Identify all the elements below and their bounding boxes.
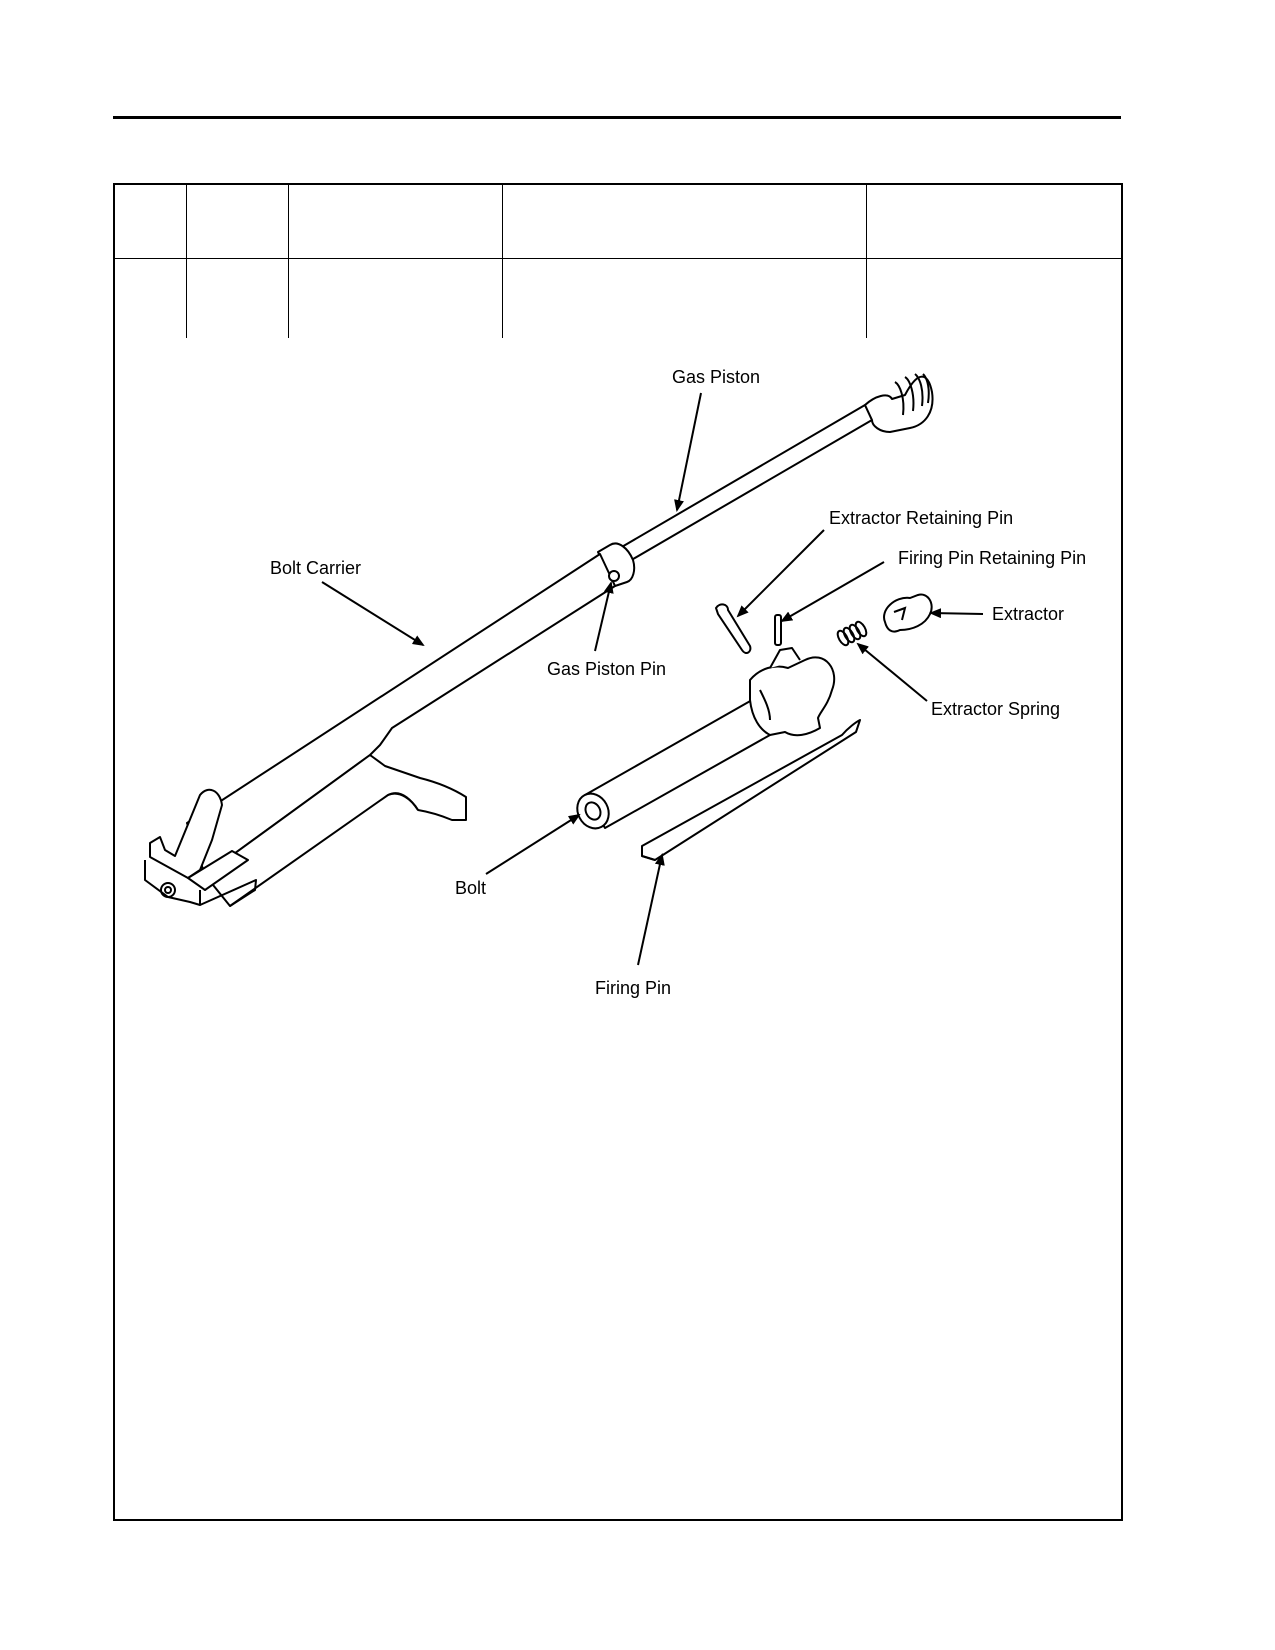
table-header-divider [113,258,1121,259]
table-column-divider-1 [186,185,187,338]
table-column-divider-2 [288,185,289,338]
top-rule [113,116,1121,119]
bolt-carrier-label: Bolt Carrier [270,558,361,578]
extractor-label: Extractor [992,604,1064,624]
firing-pin-part [641,719,861,861]
extractor-retaining-pin-label: Extractor Retaining Pin [829,508,1013,528]
firing-pin-retaining-pin-label: Firing Pin Retaining Pin [898,548,1086,568]
leader-arrows [321,392,984,966]
firing-pin-retaining-pin-part [774,614,782,646]
table-column-divider-3 [502,185,503,338]
gas-piston-pin-label: Gas Piston Pin [547,659,666,679]
bolt-part [576,647,836,830]
bolt-label: Bolt [455,878,486,898]
extractor-retaining-pin-part [714,603,752,654]
table-frame [113,183,1123,1521]
gas-piston-label: Gas Piston [672,367,760,387]
extractor-spring-label: Extractor Spring [931,699,1060,719]
firing-pin-label: Firing Pin [595,978,671,998]
table-column-divider-4 [866,185,867,338]
bolt-carrier-part [144,553,620,907]
gas-piston-part [597,373,934,587]
extractor-spring-part [836,620,868,647]
extractor-part [883,593,933,633]
